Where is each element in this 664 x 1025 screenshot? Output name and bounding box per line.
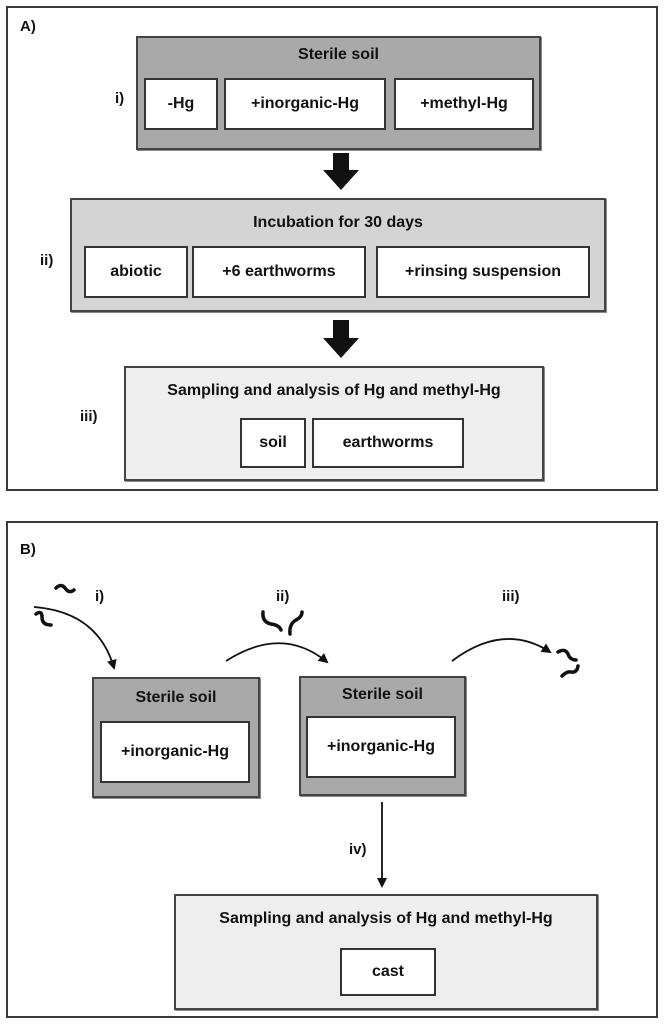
treatment-no-hg: -Hg	[144, 78, 218, 130]
condition-rinsing-suspension: +rinsing suspension	[376, 246, 590, 298]
curved-arrow	[33, 606, 117, 670]
inorganic-hg-box: +inorganic-Hg	[100, 721, 250, 783]
earthworm-icon	[556, 648, 578, 662]
stage-title: Sterile soil	[342, 686, 423, 703]
condition-abiotic: abiotic	[84, 246, 188, 298]
panel-b-label: B)	[20, 541, 36, 558]
sterile-soil-container: Sterile soil +inorganic-Hg	[92, 677, 260, 798]
stage-title: Sampling and analysis of Hg and methyl-H…	[167, 382, 501, 399]
earthworm-icon	[261, 610, 283, 632]
step-label-iv: iv)	[349, 841, 367, 858]
step-label-iii: iii)	[502, 588, 520, 605]
curved-arrow	[451, 638, 552, 662]
sterile-soil-container: Sterile soil +inorganic-Hg	[299, 676, 466, 796]
panel-a-label: A)	[20, 18, 36, 35]
condition-earthworms: +6 earthworms	[192, 246, 366, 298]
inorganic-hg-box: +inorganic-Hg	[306, 716, 456, 778]
stage-title: Incubation for 30 days	[253, 214, 423, 231]
stage-title: Sterile soil	[135, 689, 217, 706]
treatment-inorganic-hg: +inorganic-Hg	[224, 78, 386, 130]
stage-title: Sterile soil	[298, 46, 379, 63]
stage-title: Sampling and analysis of Hg and methyl-H…	[219, 910, 553, 927]
flow-arrow	[323, 153, 359, 190]
treatment-methyl-hg: +methyl-Hg	[394, 78, 534, 130]
earthworm-icon	[34, 610, 53, 627]
sampling-stage: Sampling and analysis of Hg and methyl-H…	[174, 894, 598, 1010]
sample-cast: cast	[340, 948, 436, 996]
flow-arrow	[323, 320, 359, 358]
step-label-ii: ii)	[276, 588, 290, 605]
step-label-ii: ii)	[40, 252, 54, 269]
step-label-i: i)	[115, 90, 125, 107]
sample-soil: soil	[240, 418, 306, 468]
step-label-iii: iii)	[80, 408, 98, 425]
step-label-i: i)	[95, 588, 105, 605]
curved-arrow	[225, 642, 329, 664]
earthworm-icon	[288, 610, 304, 636]
incubation-stage: Incubation for 30 days abiotic +6 earthw…	[70, 198, 606, 312]
sample-earthworms: earthworms	[312, 418, 464, 468]
sterile-soil-stage: Sterile soil -Hg +inorganic-Hg +methyl-H…	[136, 36, 541, 150]
earthworm-icon	[560, 664, 580, 678]
earthworm-icon	[54, 583, 76, 594]
sampling-stage: Sampling and analysis of Hg and methyl-H…	[124, 366, 544, 481]
